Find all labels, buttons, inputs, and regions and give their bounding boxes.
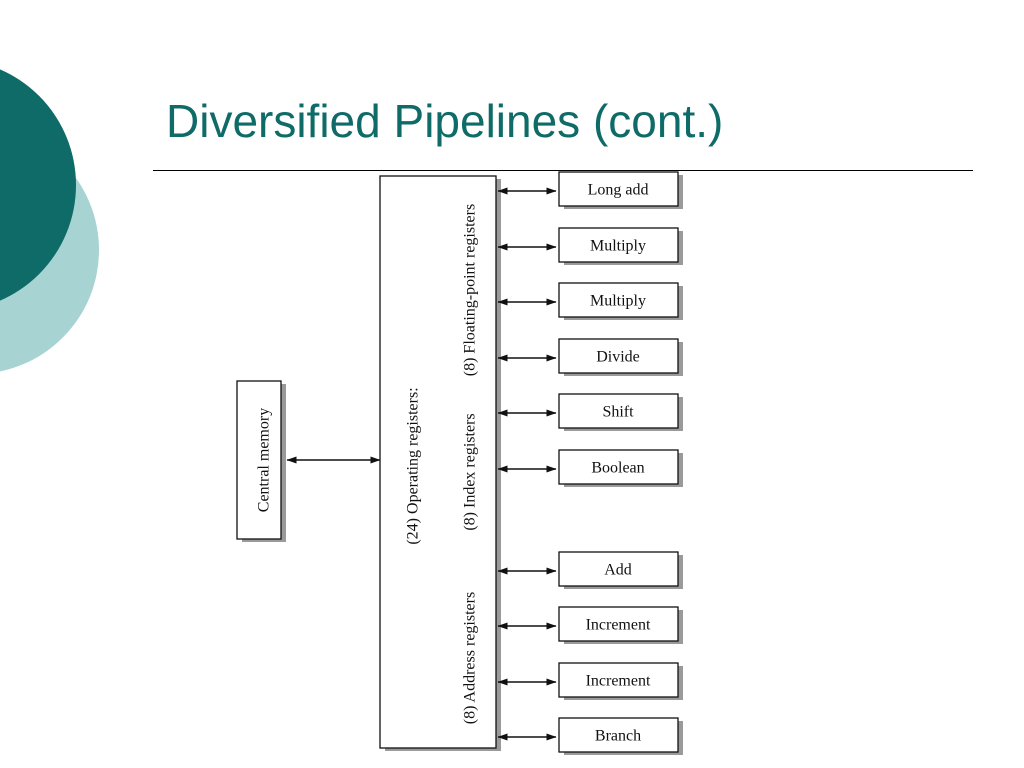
operating-registers-label: (24) Operating registers: [405,387,422,544]
unit-label: Branch [595,728,641,745]
functional-unit-5: Shift [497,393,683,431]
functional-unit-4: Divide [497,338,683,376]
functional-unit-2: Multiply [497,227,683,265]
title-divider [153,170,973,171]
unit-label: Multiply [590,293,646,310]
unit-box [558,338,679,374]
floating-point-registers-label: (8) Floating-point registers [462,204,479,376]
unit-box [558,282,679,318]
dark-teal-circle [0,69,76,301]
functional-units: Long addMultiplyMultiplyDivideShiftBoole… [497,171,683,755]
unit-box [558,393,679,429]
functional-unit-10: Branch [497,717,683,755]
unit-box [558,227,679,263]
functional-unit-9: Increment [497,662,683,700]
unit-label: Increment [586,673,651,690]
unit-box [558,717,679,753]
address-registers-label: (8) Address registers [462,592,479,724]
unit-label: Divide [596,349,640,366]
unit-label: Long add [588,182,649,199]
unit-label: Increment [586,617,651,634]
functional-unit-6: Boolean [497,449,683,487]
unit-label: Multiply [590,238,646,255]
unit-label: Shift [602,404,634,421]
unit-label: Add [604,562,632,579]
central-memory-block: Central memory [236,380,286,542]
unit-label: Boolean [591,460,644,477]
register-file-block: (24) Operating registers: (8) Floating-p… [379,175,501,751]
unit-box [558,171,679,207]
index-registers-label: (8) Index registers [462,413,479,530]
slide-title: Diversified Pipelines (cont.) [166,95,724,147]
functional-unit-7: Add [497,551,683,589]
central-memory-label: Central memory [256,408,273,512]
unit-box [558,662,679,698]
unit-box [558,551,679,587]
functional-unit-1: Long add [497,171,683,209]
unit-box [558,606,679,642]
functional-unit-3: Multiply [497,282,683,320]
functional-unit-8: Increment [497,606,683,644]
unit-box [558,449,679,485]
